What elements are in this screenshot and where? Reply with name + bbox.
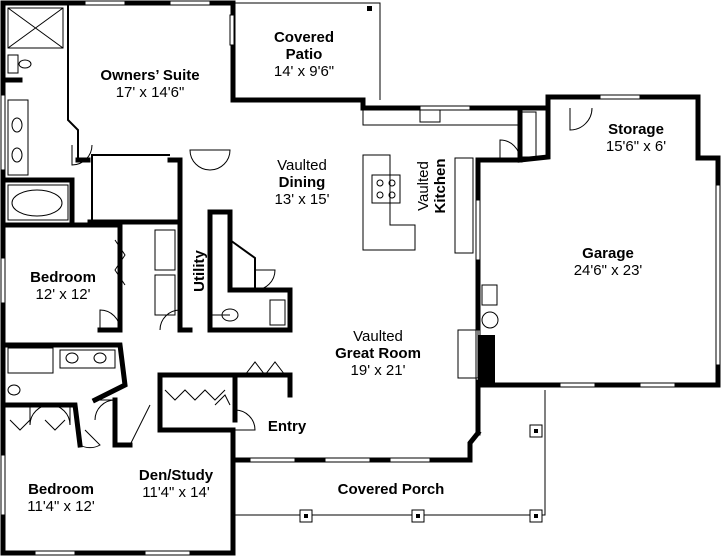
room-label-owners-suite: Owners’ Suite 17' x 14'6" bbox=[100, 67, 199, 101]
room-dimensions: 17' x 14'6" bbox=[115, 84, 185, 101]
room-dimensions: 19' x 21' bbox=[350, 362, 406, 379]
room-name: Utility bbox=[191, 250, 208, 292]
room-name: Dining bbox=[278, 174, 326, 191]
room-dimensions: 11'4" x 12' bbox=[27, 498, 95, 515]
room-label-covered-patio: Covered Patio 14' x 9'6" bbox=[274, 29, 334, 80]
closet-doors bbox=[9, 239, 286, 431]
room-label-storage: Storage 15'6" x 6' bbox=[606, 121, 666, 155]
room-name: Covered Porch bbox=[337, 481, 445, 498]
room-name: Great Room bbox=[335, 345, 421, 362]
room-dimensions: 11'4" x 14' bbox=[142, 484, 210, 501]
room-prefix: Vaulted bbox=[353, 328, 403, 345]
room-dimensions: 12' x 12' bbox=[35, 286, 91, 303]
room-label-dining: Vaulted Dining 13' x 15' bbox=[275, 157, 330, 208]
room-name: Kitchen bbox=[432, 158, 449, 214]
room-label-covered-porch: Covered Porch bbox=[338, 481, 445, 498]
room-name: Entry bbox=[267, 418, 307, 435]
outdoor-outlines bbox=[233, 2, 546, 523]
room-label-den-study: Den/Study 11'4" x 14' bbox=[139, 467, 213, 501]
room-label-utility: Utility bbox=[191, 241, 209, 301]
room-prefix: Vaulted bbox=[277, 157, 327, 174]
room-name-line2: Patio bbox=[285, 46, 323, 63]
kitchen-fixtures bbox=[362, 108, 537, 385]
room-name: Den/Study bbox=[138, 467, 214, 484]
room-name: Storage bbox=[608, 121, 664, 138]
room-dimensions: 24'6" x 23' bbox=[573, 262, 643, 279]
room-name: Owners’ Suite bbox=[100, 67, 200, 84]
room-name: Bedroom bbox=[28, 481, 94, 498]
room-dimensions: 14' x 9'6" bbox=[273, 63, 335, 80]
bath-fixtures bbox=[7, 7, 286, 396]
room-name: Covered bbox=[273, 29, 335, 46]
room-dimensions: 13' x 15' bbox=[274, 191, 330, 208]
room-name: Bedroom bbox=[30, 269, 96, 286]
room-prefix: Vaulted bbox=[415, 161, 432, 211]
room-label-bedroom-2: Bedroom 11'4" x 12' bbox=[27, 481, 95, 515]
room-label-entry: Entry bbox=[268, 418, 306, 435]
room-name: Garage bbox=[582, 245, 634, 262]
doors bbox=[29, 107, 593, 449]
room-label-great-room: Vaulted Great Room 19' x 21' bbox=[335, 328, 421, 379]
room-label-garage: Garage 24'6" x 23' bbox=[574, 245, 643, 279]
room-label-kitchen: Vaulted Kitchen bbox=[415, 146, 451, 226]
room-dimensions: 15'6" x 6' bbox=[605, 138, 667, 155]
room-label-bedroom-1: Bedroom 12' x 12' bbox=[30, 269, 96, 303]
